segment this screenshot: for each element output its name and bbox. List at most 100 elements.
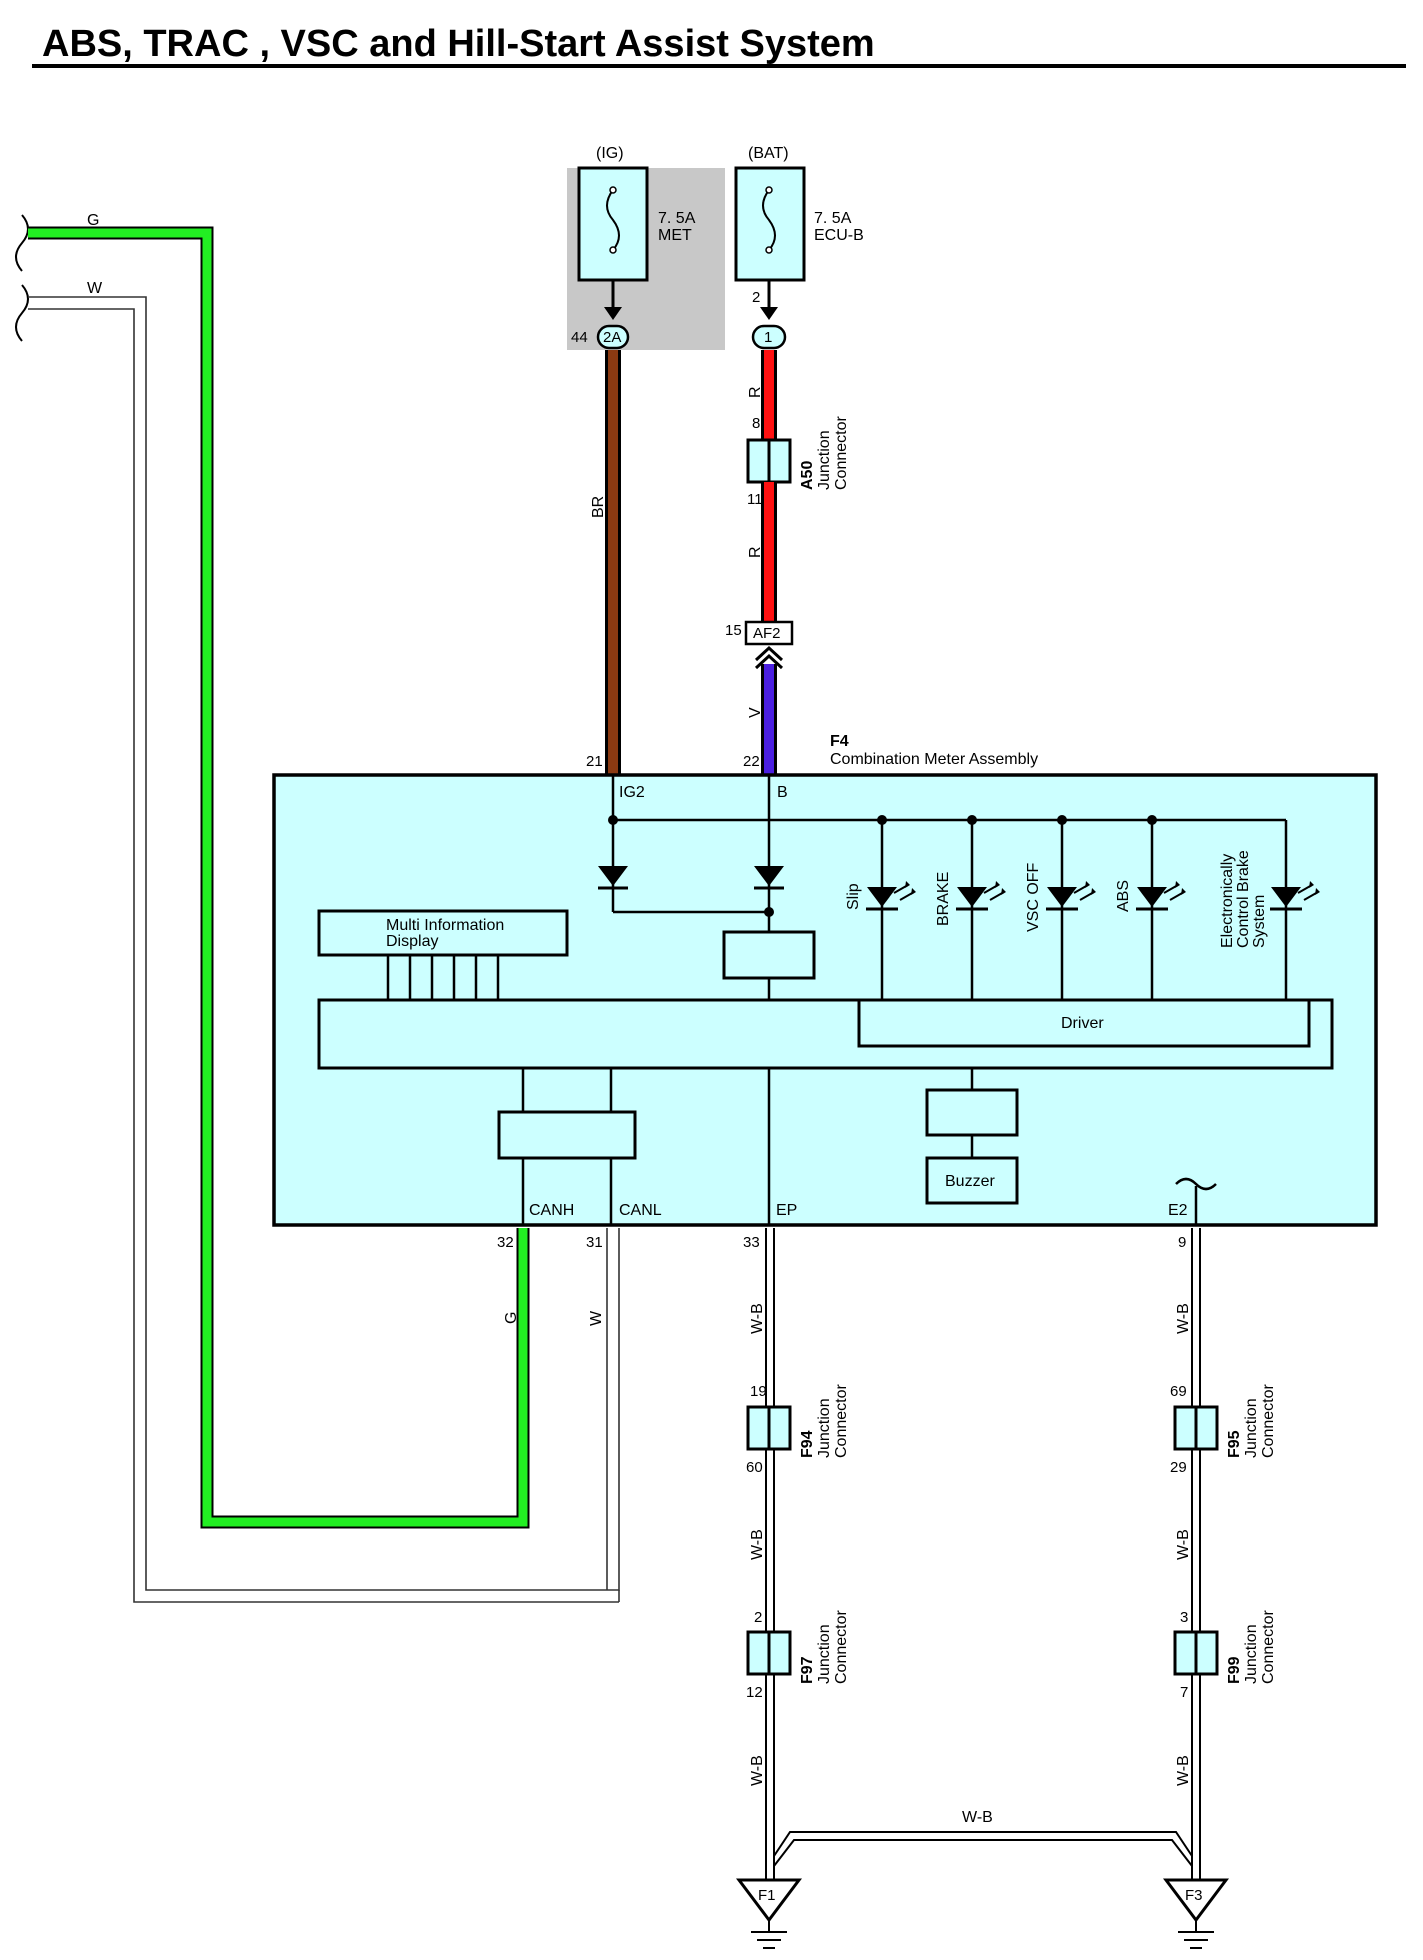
fuse-met-box bbox=[577, 166, 649, 282]
driver-block bbox=[857, 998, 1311, 1048]
lamp-label-brake: BRAKE bbox=[935, 872, 952, 926]
wire-br bbox=[608, 350, 618, 774]
connector-2a-pin: 44 bbox=[571, 329, 588, 346]
driver-label: Driver bbox=[1061, 1015, 1104, 1032]
led-icon bbox=[867, 887, 897, 907]
fuse-met-icon bbox=[606, 189, 620, 251]
chevron-up-icon bbox=[754, 645, 784, 662]
ground-f3-icon bbox=[1163, 1878, 1229, 1923]
signal-ground-icon bbox=[1175, 1177, 1217, 1191]
led-icon bbox=[1271, 887, 1301, 907]
pin-33: 33 bbox=[743, 1234, 760, 1251]
wire-label-wb-4: W-B bbox=[1175, 1303, 1192, 1334]
fuse-ecub: (BAT) 7. 5A ECU-B 2 1 bbox=[734, 145, 864, 350]
pin-e2-label: E2 bbox=[1168, 1202, 1188, 1219]
f99-pin-bottom: 7 bbox=[1180, 1684, 1188, 1701]
junction-f99-line1: Junction bbox=[1243, 1624, 1260, 1684]
connector-af2-id: AF2 bbox=[753, 625, 781, 642]
page-title: ABS, TRAC , VSC and Hill-Start Assist Sy… bbox=[42, 23, 875, 65]
wire-g bbox=[28, 228, 528, 1527]
junction-f94-line1: Junction bbox=[816, 1398, 833, 1458]
a50-pin-bottom: 11 bbox=[747, 491, 763, 508]
chevron-up-icon bbox=[754, 653, 784, 670]
f95-pin-bottom: 29 bbox=[1170, 1459, 1187, 1476]
wire-v bbox=[764, 664, 774, 774]
diode-icon bbox=[754, 866, 784, 886]
pin-canl-label: CANL bbox=[619, 1202, 662, 1219]
title-rule bbox=[32, 64, 1406, 68]
meter-name: Combination Meter Assembly bbox=[830, 751, 1038, 768]
left-can-wiring: G W bbox=[15, 212, 620, 1603]
diode-ig2 bbox=[598, 866, 628, 890]
pin-b-label: B bbox=[777, 784, 788, 801]
meter-id: F4 bbox=[830, 733, 849, 750]
f97-pin-bottom: 12 bbox=[746, 1684, 763, 1701]
mid-label-1: Multi Information bbox=[386, 917, 504, 934]
connector-af2 bbox=[744, 620, 794, 646]
connector-2a bbox=[596, 324, 630, 350]
wire-label-wb-5: W-B bbox=[1175, 1529, 1192, 1560]
ground-wire-ep: W-B 19 60 F94 Junction Connector W-B 2 1… bbox=[736, 1228, 850, 1949]
junction-f97-line1: Junction bbox=[816, 1624, 833, 1684]
fuse-ecub-box bbox=[734, 166, 806, 282]
wire-label-r-upper: R bbox=[747, 386, 764, 398]
ground-wire-e2: W-B 69 29 F95 Junction Connector W-B 3 7… bbox=[1163, 1228, 1277, 1949]
fuse-met-rating: 7. 5A bbox=[658, 210, 696, 227]
fuse-ecub-icon bbox=[762, 189, 776, 251]
f95-pin-top: 69 bbox=[1170, 1383, 1187, 1400]
fuse-ecub-name: ECU-B bbox=[814, 227, 864, 244]
f99-pin-top: 3 bbox=[1180, 1609, 1188, 1626]
wire-break-w-icon bbox=[15, 284, 29, 342]
af2-pin: 15 bbox=[725, 622, 742, 639]
can-transceiver bbox=[497, 1110, 637, 1160]
pin-canh-label: CANH bbox=[529, 1202, 574, 1219]
led-icon bbox=[957, 887, 987, 907]
lamp-label-vsc-off: VSC OFF bbox=[1025, 862, 1042, 932]
wire-r-lower bbox=[764, 482, 774, 622]
junction-f95-line1: Junction bbox=[1243, 1398, 1260, 1458]
connector-1-id: 1 bbox=[764, 329, 772, 346]
f97-pin-top: 2 bbox=[754, 1609, 762, 1626]
wire-label-canh-g: G bbox=[503, 1312, 520, 1324]
pin-9: 9 bbox=[1178, 1234, 1186, 1251]
a50-pin-top: 8 bbox=[752, 415, 760, 432]
led-slip bbox=[866, 881, 916, 911]
wire-label-r-lower: R bbox=[747, 546, 764, 558]
multi-information-display bbox=[317, 909, 569, 957]
buzzer-driver bbox=[925, 1088, 1019, 1137]
buzzer-label: Buzzer bbox=[945, 1173, 995, 1190]
wire-label-w: W bbox=[87, 280, 103, 297]
f94-pin-bottom: 60 bbox=[746, 1459, 763, 1476]
junction-f94-line2: Connector bbox=[833, 1384, 850, 1458]
pin-ig2-label: IG2 bbox=[619, 784, 645, 801]
led-vsc-off bbox=[1046, 881, 1096, 911]
arrow-down-icon bbox=[604, 307, 622, 320]
junction-f99-id: F99 bbox=[1226, 1656, 1243, 1684]
wire-label-wb-link: W-B bbox=[962, 1809, 993, 1826]
lamp-label-ecb-3: System bbox=[1251, 895, 1268, 948]
junction-f95-line2: Connector bbox=[1260, 1384, 1277, 1458]
ground-link: W-B bbox=[773, 1809, 1193, 1867]
fuse-met: (IG) 7. 5A MET 2A 44 bbox=[567, 145, 725, 350]
connector-2a-id: 2A bbox=[603, 329, 621, 346]
fuse-met-supply: (IG) bbox=[596, 145, 624, 162]
junction-f99-line2: Connector bbox=[1260, 1610, 1277, 1684]
pin-ep-label: EP bbox=[776, 1202, 797, 1219]
regulator-box bbox=[722, 930, 816, 980]
wire-label-wb-6: W-B bbox=[1175, 1755, 1192, 1786]
wire-label-wb-2: W-B bbox=[749, 1529, 766, 1560]
junction-f94-id: F94 bbox=[799, 1430, 816, 1458]
buzzer bbox=[925, 1156, 1019, 1205]
wire-w-outer bbox=[28, 296, 620, 1591]
diode-icon bbox=[598, 866, 628, 886]
wire-label-wb-3: W-B bbox=[749, 1755, 766, 1786]
f94-pin-top: 19 bbox=[750, 1383, 767, 1400]
led-icon bbox=[1047, 887, 1077, 907]
junction-f97-line2: Connector bbox=[833, 1610, 850, 1684]
diode-b bbox=[754, 866, 784, 890]
ground-f1-icon bbox=[736, 1878, 802, 1923]
fuse-ecub-supply: (BAT) bbox=[748, 145, 789, 162]
pin-32: 32 bbox=[497, 1234, 514, 1251]
wire-label-g: G bbox=[87, 212, 99, 229]
